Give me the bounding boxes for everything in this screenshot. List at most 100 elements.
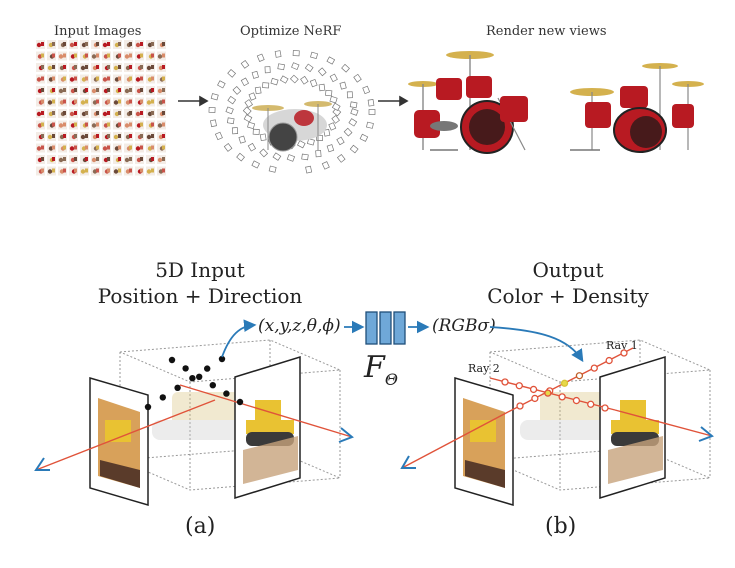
input-thumbnail — [113, 97, 122, 107]
input-thumbnail — [113, 86, 122, 95]
input-thumbnail — [113, 51, 122, 61]
input-thumbnail — [124, 132, 133, 141]
camera-frustum — [323, 128, 331, 137]
input-images-grid — [36, 40, 166, 176]
input-thumbnail — [146, 155, 155, 164]
input-thumbnail — [102, 40, 111, 49]
camera-frustum — [259, 133, 267, 142]
input-thumbnail — [124, 155, 133, 164]
panel-b-sample-points — [501, 349, 628, 412]
camera-frustum — [254, 86, 262, 95]
network-label: FΘ — [364, 350, 398, 389]
panel-a-ray-right — [179, 384, 353, 438]
input-thumbnail — [124, 63, 133, 72]
ray1-sample — [605, 356, 613, 365]
input-thumbnail — [58, 132, 67, 141]
input-thumbnail — [36, 120, 45, 130]
camera-frustum — [339, 81, 347, 90]
input-thumbnail — [58, 120, 67, 130]
panel-a-ray-left — [35, 399, 216, 471]
input-thumbnail — [69, 51, 78, 61]
camera-frustum — [317, 67, 327, 77]
network-subscript: Θ — [384, 370, 398, 389]
camera-frustum — [210, 119, 217, 128]
panel-a-left-camera-image — [89, 376, 149, 507]
sample-point — [189, 375, 196, 382]
input-thumbnail — [157, 97, 166, 107]
input-thumbnail — [58, 51, 67, 61]
input-thumbnail — [91, 40, 100, 49]
panel-b-right-camera-image — [599, 355, 666, 500]
input-thumbnail — [36, 51, 45, 61]
input-thumbnail — [124, 143, 133, 153]
input-thumbnail — [113, 74, 122, 84]
input-thumbnail — [157, 51, 166, 61]
input-thumbnail — [124, 51, 133, 61]
input-thumbnail — [80, 166, 89, 176]
input-thumbnail — [124, 74, 133, 84]
input-thumbnail — [58, 40, 67, 49]
sample-point — [223, 390, 230, 397]
camera-frustum — [242, 106, 252, 116]
input-thumbnail — [135, 132, 144, 141]
arrow-samples-to-input — [221, 319, 257, 358]
input-thumbnail — [113, 166, 122, 176]
input-thumbnail — [146, 97, 155, 107]
input-thumbnail — [69, 166, 78, 176]
input-thumbnail — [91, 120, 100, 130]
input-thumbnail — [47, 63, 56, 72]
sample-point — [204, 365, 211, 372]
camera-frustum — [297, 140, 306, 149]
camera-frustum — [304, 63, 314, 73]
camera-frustum — [346, 91, 353, 99]
input-thumbnail — [36, 86, 45, 95]
panel-a-sample-points — [144, 355, 244, 411]
camera-frustum — [243, 114, 253, 123]
camera-frustum — [291, 62, 300, 71]
input-thumbnail — [91, 86, 100, 95]
input-thumbnail — [69, 109, 78, 118]
input-thumbnail — [102, 97, 111, 107]
sample-point — [174, 384, 181, 391]
input-thumbnail — [146, 74, 155, 84]
panel-b-left-camera-image — [454, 376, 514, 507]
ray2-sample — [572, 396, 581, 405]
camera-frustum — [368, 109, 376, 115]
input-thumbnail — [58, 109, 67, 118]
ray1-sample — [590, 364, 598, 372]
optimize-nerf-caption: Optimize NeRF — [240, 24, 342, 39]
input-thumbnail — [157, 74, 166, 84]
input-thumbnail — [91, 155, 100, 164]
input-thumbnail — [47, 166, 56, 176]
panel-a-label: (a) — [185, 514, 216, 539]
sample-point — [236, 398, 244, 406]
network-symbol: F — [364, 350, 385, 385]
input-thumbnail — [135, 120, 144, 130]
rendered-drum-kit-2 — [570, 63, 704, 153]
input-thumbnail — [36, 40, 45, 49]
input-thumbnail — [47, 51, 56, 61]
input-thumbnail — [102, 155, 111, 164]
input-thumbnail — [157, 63, 166, 72]
camera-frustum — [210, 93, 219, 101]
camera-frustum — [214, 131, 223, 141]
camera-frustum — [348, 118, 358, 127]
input-thumbnail — [80, 155, 89, 164]
ray2-sample — [529, 385, 538, 394]
input-thumbnail — [47, 120, 56, 130]
input-thumbnail — [80, 97, 89, 107]
camera-frustum — [232, 86, 242, 95]
input-formula: (x,y,z,θ,ϕ) — [258, 316, 341, 336]
input-thumbnail — [124, 86, 133, 95]
camera-frustum — [240, 77, 250, 87]
camera-frustum — [292, 50, 300, 57]
input-thumbnail — [157, 166, 166, 176]
sample-point — [209, 382, 216, 389]
input-thumbnail — [135, 86, 144, 95]
input-thumbnail — [80, 63, 89, 72]
ray1-sample — [516, 402, 524, 410]
camera-frustum — [331, 102, 341, 112]
panel-b-title-line1: Output — [532, 258, 604, 282]
input-thumbnail — [69, 40, 78, 49]
input-thumbnail — [135, 40, 144, 49]
